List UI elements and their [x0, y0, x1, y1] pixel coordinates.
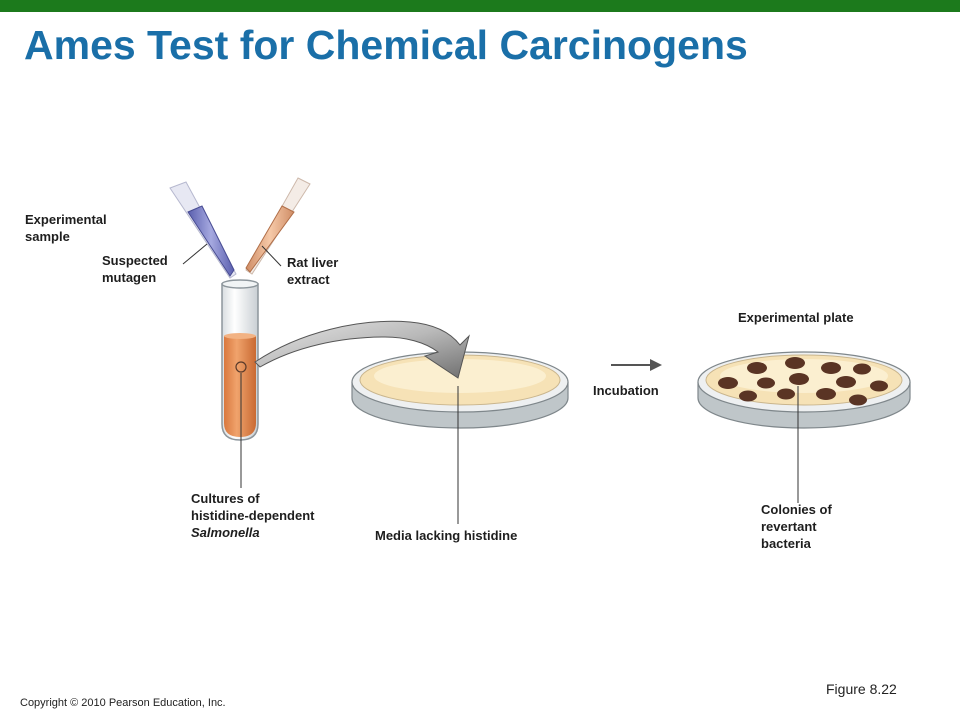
leader-lines	[182, 243, 799, 524]
liver-extract-leader-line	[261, 245, 282, 267]
media-petri-dish	[351, 351, 569, 429]
cultures-label: Cultures of histidine-dependent Salmonel…	[191, 491, 315, 540]
rat-liver-extract-label: Rat liver extract	[287, 255, 339, 287]
colony	[747, 362, 767, 374]
colony	[821, 362, 841, 374]
colony	[777, 388, 795, 400]
test-tube	[221, 279, 259, 441]
mutagen-leader-line	[182, 243, 208, 265]
colony	[836, 376, 856, 388]
colony	[739, 390, 757, 402]
incubation-arrow	[611, 359, 662, 371]
revertant-colonies	[718, 357, 888, 406]
transfer-curved-arrow	[254, 320, 470, 379]
colony	[870, 380, 888, 392]
colony	[718, 377, 738, 389]
colony	[789, 373, 809, 385]
liver-extract-pipette-icon	[245, 177, 311, 275]
media-lacking-histidine-label: Media lacking histidine	[375, 528, 518, 543]
colony	[849, 394, 867, 406]
experimental-sample-label: Experimental sample	[25, 212, 107, 244]
colony	[757, 377, 775, 389]
incubation-label: Incubation	[593, 383, 659, 398]
mutagen-pipette-icon	[169, 181, 237, 279]
experimental-plate-label: Experimental plate	[738, 310, 854, 325]
colony	[816, 388, 836, 400]
suspected-mutagen-label: Suspected mutagen	[102, 253, 168, 285]
colony	[853, 363, 871, 375]
figure-number: Figure 8.22	[826, 681, 897, 697]
colony	[785, 357, 805, 369]
top-accent-bar	[0, 0, 960, 12]
slide-title: Ames Test for Chemical Carcinogens	[24, 22, 748, 68]
copyright-notice: Copyright © 2010 Pearson Education, Inc.	[20, 697, 226, 709]
colonies-label: Colonies of revertant bacteria	[761, 502, 832, 551]
